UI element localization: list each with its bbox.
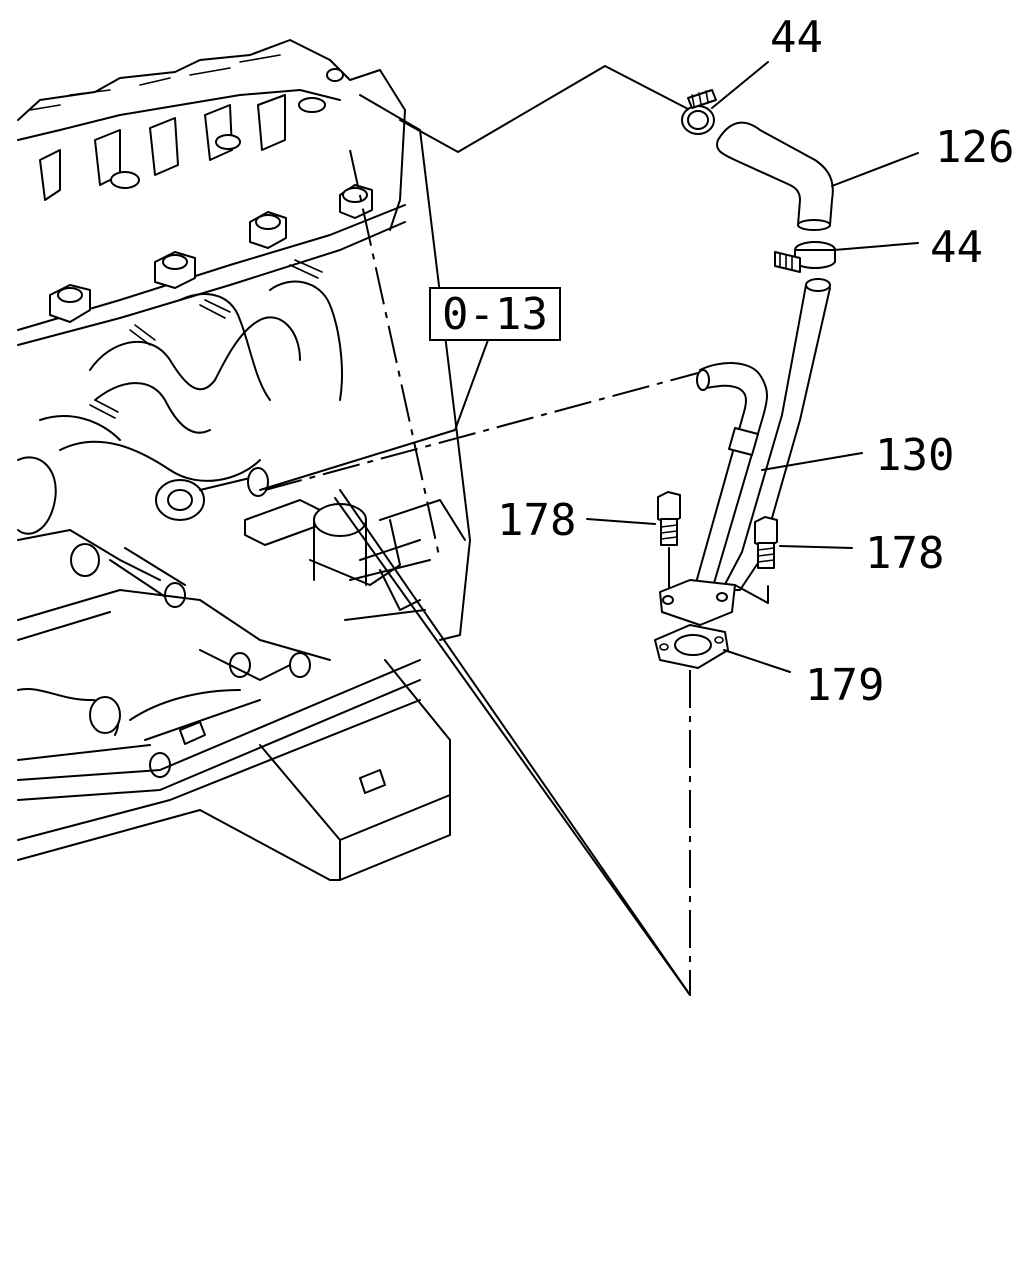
callout-labels: 44 126 44 130 178 178 179 xyxy=(497,12,1014,711)
bolt-right-part xyxy=(754,516,778,569)
callout-gasket: 179 xyxy=(805,660,884,711)
callout-clamp-upper: 44 xyxy=(770,12,823,63)
pipe-part xyxy=(659,278,831,626)
hose-part xyxy=(716,121,834,231)
reference-box-label: 0-13 xyxy=(442,289,548,340)
callout-bolt-left: 178 xyxy=(497,495,576,546)
callout-clamp-lower: 44 xyxy=(930,222,983,273)
reference-box: 0-13 xyxy=(429,287,561,341)
callout-pipe: 130 xyxy=(875,430,954,481)
callout-hose: 126 xyxy=(935,122,1014,173)
leader-lines xyxy=(259,65,699,996)
lower-clamp-part xyxy=(774,241,836,273)
upper-clamp-part xyxy=(681,89,717,135)
engine-block-illustration xyxy=(17,39,471,881)
callout-leaders xyxy=(586,61,919,673)
bolt-left-part xyxy=(657,491,681,589)
callout-bolt-right: 178 xyxy=(865,528,944,579)
gasket-part xyxy=(654,624,729,669)
